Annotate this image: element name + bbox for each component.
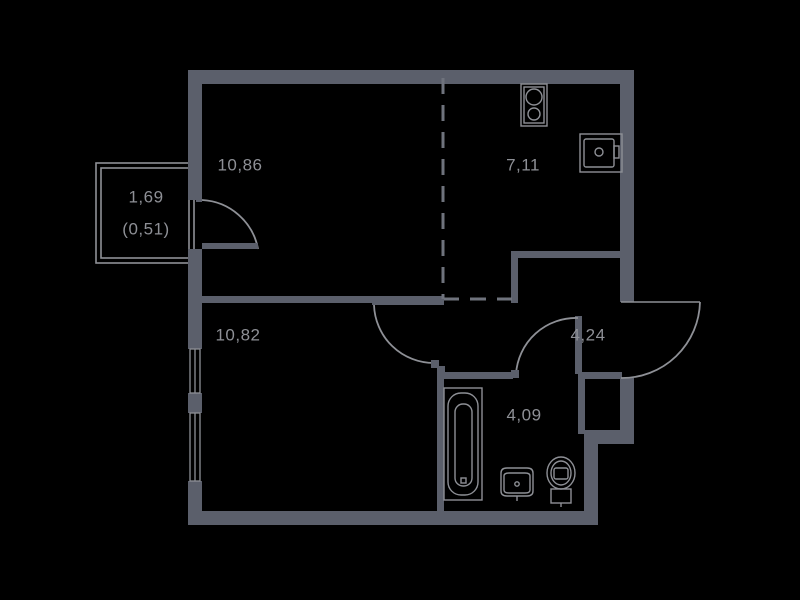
room-label-kitchen: 7,11 xyxy=(506,155,540,174)
balcony-area-label: 1,69 xyxy=(128,187,163,206)
entrance-door[interactable] xyxy=(620,301,701,379)
living-kitchen-dashed-divider xyxy=(441,78,512,301)
bedroom-door[interactable] xyxy=(372,299,444,368)
kitchen-sink-icon xyxy=(579,133,623,173)
room-label-bedroom: 10,82 xyxy=(215,325,260,344)
bathroom-door[interactable] xyxy=(511,316,582,378)
toilet-icon xyxy=(546,456,576,507)
stove-icon xyxy=(520,83,548,127)
bathtub-icon xyxy=(443,387,483,501)
walls xyxy=(188,70,634,525)
room-label-hallway: 4,24 xyxy=(570,325,605,344)
washbasin-icon xyxy=(500,467,534,501)
room-label-bathroom: 4,09 xyxy=(506,405,541,424)
balcony-coefficient-area-label: (0,51) xyxy=(122,219,169,238)
balcony-door[interactable] xyxy=(196,196,259,250)
bedroom-windows xyxy=(189,348,201,482)
room-label-living-room: 10,86 xyxy=(217,155,262,174)
balcony-outline xyxy=(95,162,195,264)
